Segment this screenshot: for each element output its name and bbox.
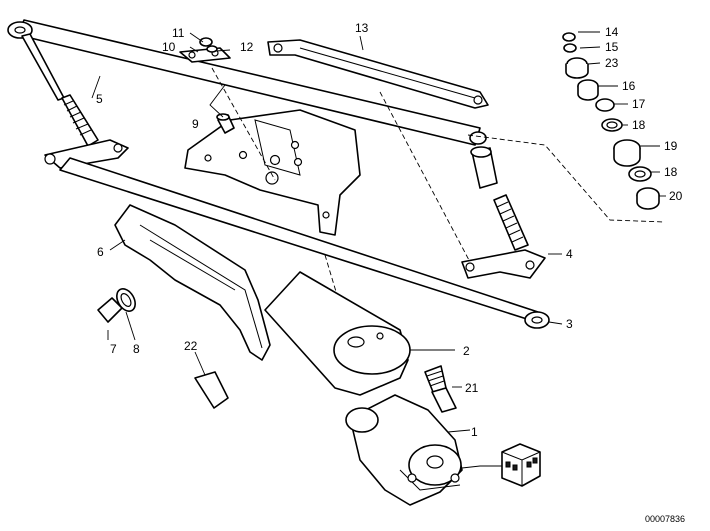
part-label-10: 10 bbox=[162, 40, 176, 54]
part-label-8: 8 bbox=[133, 342, 140, 356]
bracket-plate-10-12 bbox=[179, 37, 231, 63]
part-label-11: 11 bbox=[172, 26, 185, 40]
wiper-linkage-rod-upper bbox=[7, 19, 487, 146]
rubber-grommet-21 bbox=[424, 365, 457, 413]
clip-8 bbox=[116, 288, 136, 312]
part-label-6: 6 bbox=[97, 245, 104, 259]
motor-housing-cover bbox=[264, 271, 411, 396]
part-label-22: 22 bbox=[184, 339, 198, 353]
part-label-20: 20 bbox=[669, 189, 683, 203]
bushing-stack bbox=[562, 32, 660, 210]
part-label-17: 17 bbox=[632, 97, 646, 111]
motor-cover-bracket bbox=[114, 204, 271, 361]
part-label-15: 15 bbox=[605, 40, 619, 54]
spring-clip-22 bbox=[194, 371, 229, 409]
crank-arm-13 bbox=[267, 39, 489, 109]
part-label-18-lower: 18 bbox=[664, 165, 678, 179]
left-wiper-pivot bbox=[21, 33, 129, 169]
dashed-guide-left bbox=[211, 67, 276, 181]
part-label-5: 5 bbox=[96, 92, 103, 106]
part-label-9: 9 bbox=[192, 117, 199, 131]
part-label-19: 19 bbox=[664, 139, 678, 153]
part-label-18-upper: 18 bbox=[632, 118, 646, 132]
right-wiper-pivot bbox=[461, 146, 546, 279]
part-label-16: 16 bbox=[622, 79, 636, 93]
part-label-2: 2 bbox=[463, 344, 470, 358]
part-label-4: 4 bbox=[566, 247, 573, 261]
connector-plug bbox=[461, 443, 541, 487]
part-label-3: 3 bbox=[566, 317, 573, 331]
part-label-23: 23 bbox=[605, 56, 619, 70]
part-label-1: 1 bbox=[471, 425, 478, 439]
wiper-linkage-rod-lower bbox=[59, 157, 550, 329]
leader-lines bbox=[91, 31, 666, 433]
wiper-motor bbox=[345, 394, 463, 506]
part-label-14: 14 bbox=[605, 25, 619, 39]
part-label-12: 12 bbox=[240, 40, 254, 54]
image-reference-code: 00007836 bbox=[645, 514, 685, 524]
dashed-guide-right bbox=[467, 134, 666, 223]
part-label-21: 21 bbox=[465, 381, 479, 395]
dashed-guide-crank bbox=[379, 91, 471, 263]
mounting-frame bbox=[184, 109, 361, 236]
part-label-7: 7 bbox=[110, 342, 117, 356]
part-label-13: 13 bbox=[355, 21, 369, 35]
